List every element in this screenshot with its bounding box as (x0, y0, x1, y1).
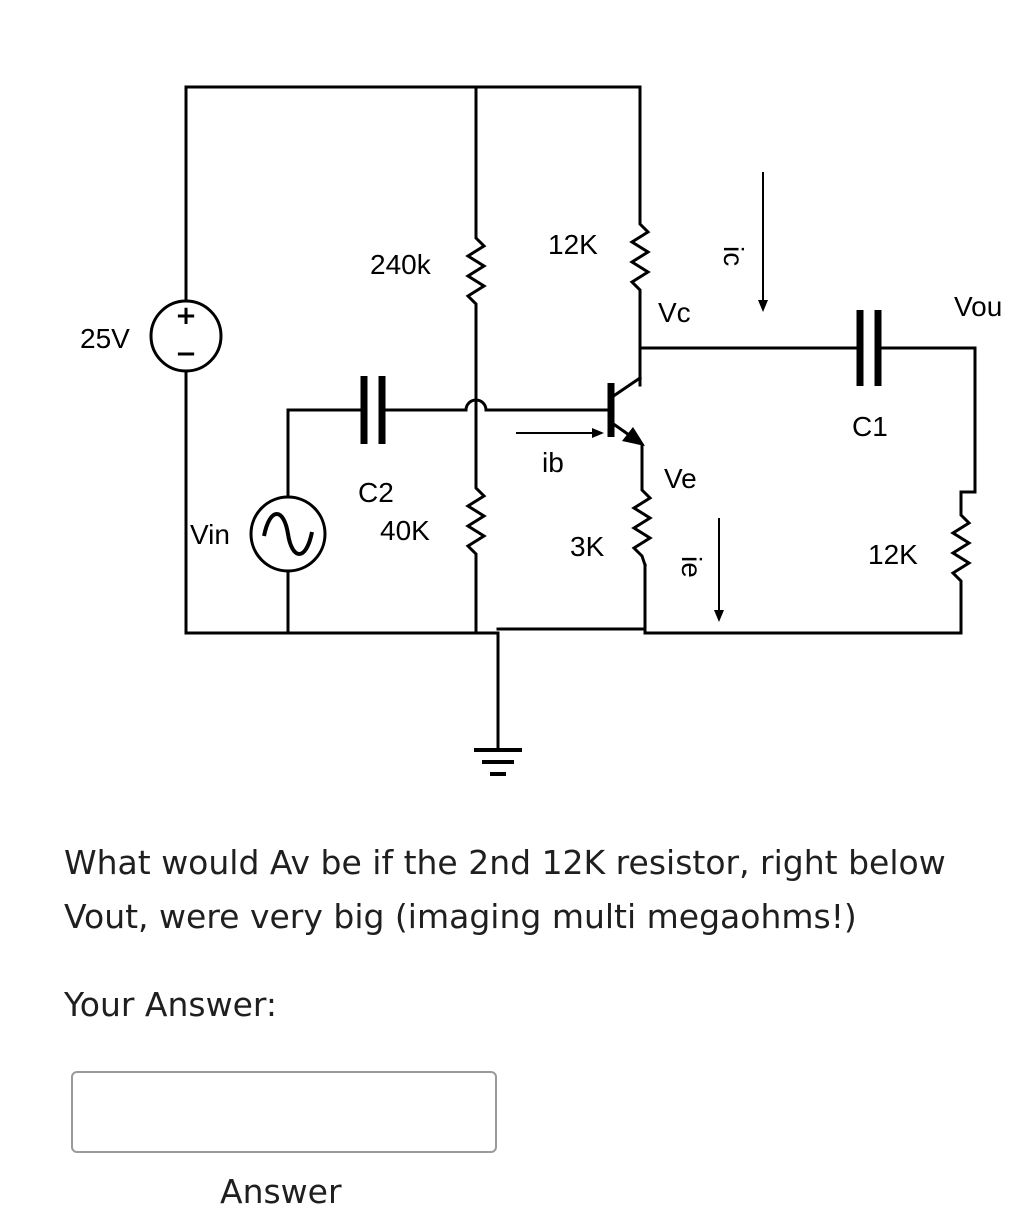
answer-label: Your Answer: (64, 985, 278, 1024)
question-text: What would Av be if the 2nd 12K resistor… (64, 843, 946, 936)
emitter-voltage-label: Ve (664, 463, 697, 494)
answer-caption: Answer (220, 1172, 342, 1211)
resistor-load-12k (950, 503, 972, 597)
ground-symbol (474, 631, 522, 776)
ac-source (249, 495, 327, 573)
circuit-diagram: + − 25V 240k 40K C2 Vin 12K (80, 85, 1002, 776)
resistor-240k-label: 240k (370, 249, 432, 280)
answer-input[interactable] (71, 1071, 497, 1153)
resistor-load-label: 12K (868, 539, 918, 570)
resistor-emitter-3k (631, 468, 653, 567)
resistor-240k (465, 223, 487, 322)
resistor-40k-label: 40K (380, 515, 430, 546)
collector-voltage-label: Vc (658, 297, 691, 328)
collector-current-label: ic (718, 246, 749, 266)
source-minus-sign: − (175, 339, 197, 369)
top-rail-wire (184, 85, 642, 302)
source-voltage-label: 25V (80, 323, 130, 354)
npn-transistor (607, 375, 645, 472)
base-wire (438, 398, 610, 412)
base-current-arrow (516, 428, 604, 438)
resistor-collector-12k (629, 213, 651, 320)
resistor-collector-label: 12K (548, 229, 598, 260)
cap-c2-label: C2 (358, 477, 394, 508)
cap-c1-right-wire (878, 346, 977, 507)
base-current-label: ib (542, 447, 564, 478)
load-ground-wire (643, 563, 963, 635)
source-plus-sign: + (175, 301, 197, 331)
resistor-40k (465, 468, 487, 635)
emitter-current-label: ie (676, 556, 707, 578)
vin-label: Vin (190, 519, 230, 550)
collector-current-arrow (758, 172, 768, 312)
emitter-current-arrow (714, 518, 724, 622)
resistor-emitter-label: 3K (570, 531, 605, 562)
cap-c1-label: C1 (852, 411, 888, 442)
dc-source: + − (149, 299, 223, 373)
output-voltage-label: Vou (954, 291, 1002, 322)
